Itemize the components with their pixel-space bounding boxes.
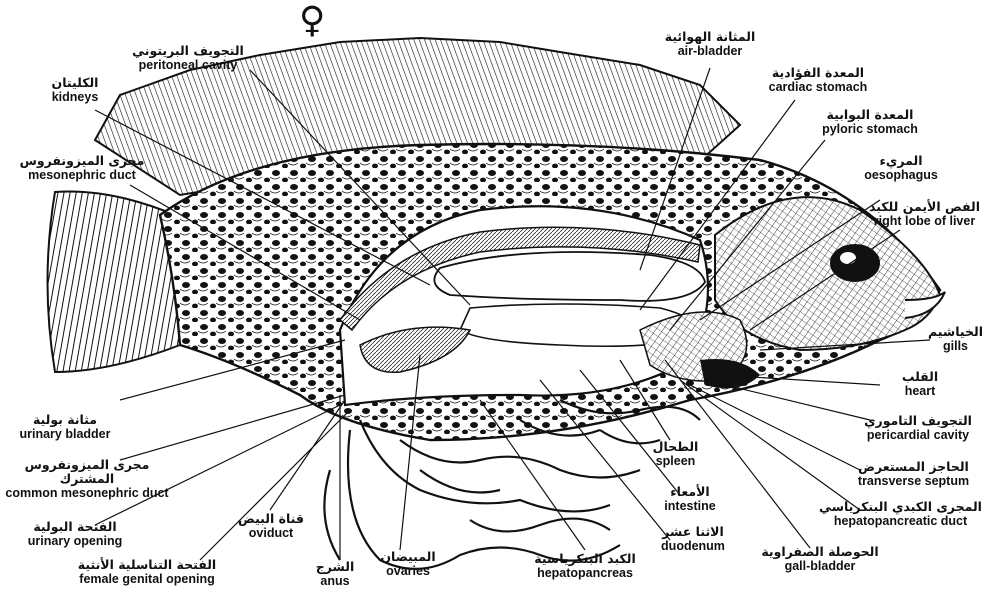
label-gills: الخياشيم gills (918, 325, 993, 353)
fish-eye (831, 245, 879, 281)
label-intestine: الأمعاء intestine (645, 485, 735, 513)
label-urinary-bladder: مثانة بولية urinary bladder (5, 413, 125, 441)
label-transverse-septum: الحاجز المستعرض transverse septum (836, 460, 991, 488)
label-kidneys: الكليتان kidneys (20, 76, 130, 104)
label-gall-bladder: الحوصلة الصفراوية gall-bladder (750, 545, 890, 573)
label-oesophagus: المريء oesophagus (846, 154, 956, 182)
label-pyloric-stomach: المعدة البوابية pyloric stomach (800, 108, 940, 136)
label-hepatopancreatic-duct: المجرى الكبدي البنكرياسي hepatopancreati… (808, 500, 993, 528)
label-anus: الشرج anus (300, 560, 370, 588)
label-air-bladder: المثانة الهوائية air-bladder (655, 30, 765, 58)
label-ovaries: المبيضان ovaries (368, 550, 448, 578)
label-duodenum: الاثنا عشر duodenum (648, 525, 738, 553)
label-common-mesonephric-duct: مجرى الميزونفروس المشترك common mesoneph… (2, 458, 172, 500)
label-spleen: الطحال spleen (638, 440, 713, 468)
label-cardiac-stomach: المعدة الفؤادية cardiac stomach (748, 66, 888, 94)
label-peritoneal-cavity: التجويف البريتوني peritoneal cavity (118, 44, 258, 72)
label-right-lobe-of-liver: الفص الأيمن للكبد right lobe of liver (857, 200, 992, 228)
label-pericardial-cavity: التجويف التاموري pericardial cavity (848, 414, 988, 442)
label-mesonephric-duct: مجرى الميزونفروس mesonephric duct (2, 154, 162, 182)
label-oviduct: قناة البيض oviduct (226, 512, 316, 540)
label-female-genital-opening: الفتحة التناسلية الأنثية female genital … (62, 558, 232, 586)
label-heart: القلب heart (880, 370, 960, 398)
label-urinary-opening: الفتحة البولية urinary opening (10, 520, 140, 548)
label-hepatopancreas: الكبد البنكرياسية hepatopancreas (510, 552, 660, 580)
